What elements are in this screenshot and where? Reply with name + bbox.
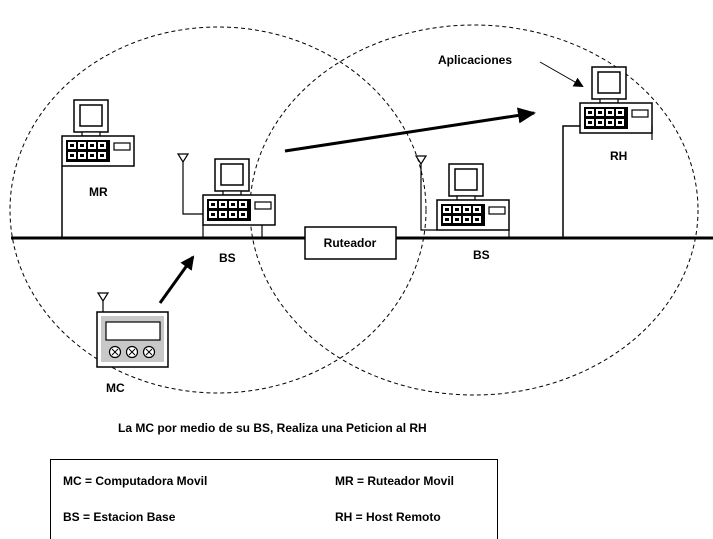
bs-to-rh-arrow — [284, 107, 536, 153]
rh-label: RH — [610, 149, 627, 163]
caption-text: La MC por medio de su BS, Realiza una Pe… — [118, 421, 427, 435]
bs-right-computer — [436, 163, 510, 231]
ruteador-label: Ruteador — [324, 236, 377, 250]
bs-left-antenna-link — [182, 168, 203, 215]
legend-mc: MC = Computadora Movil — [63, 474, 208, 488]
aplicaciones-label: Aplicaciones — [438, 53, 512, 67]
bs-left-computer — [202, 158, 276, 226]
coverage-circle-left — [9, 26, 427, 394]
coverage-circle-right — [249, 24, 699, 396]
bs-right-label: BS — [473, 248, 490, 262]
rh-computer — [579, 66, 653, 134]
legend-rh: RH = Host Remoto — [335, 510, 441, 524]
legend-bs: BS = Estacion Base — [63, 510, 176, 524]
mr-computer — [61, 99, 135, 167]
bs-right-antenna — [415, 155, 427, 171]
mc-device — [96, 292, 169, 368]
bs-right-antenna-link — [420, 170, 437, 231]
rh-link — [562, 125, 580, 238]
bs-left-label: BS — [219, 251, 236, 265]
mc-to-bs-arrow — [158, 255, 195, 304]
ruteador-box — [304, 226, 397, 260]
legend-box: MC = Computadora Movil MR = Ruteador Mov… — [50, 459, 498, 539]
mr-label: MR — [89, 185, 108, 199]
aplicaciones-pointer-arrow — [539, 61, 584, 87]
legend-mr: MR = Ruteador Movil — [335, 474, 455, 488]
mc-label: MC — [106, 381, 125, 395]
bs-left-antenna — [177, 153, 189, 169]
